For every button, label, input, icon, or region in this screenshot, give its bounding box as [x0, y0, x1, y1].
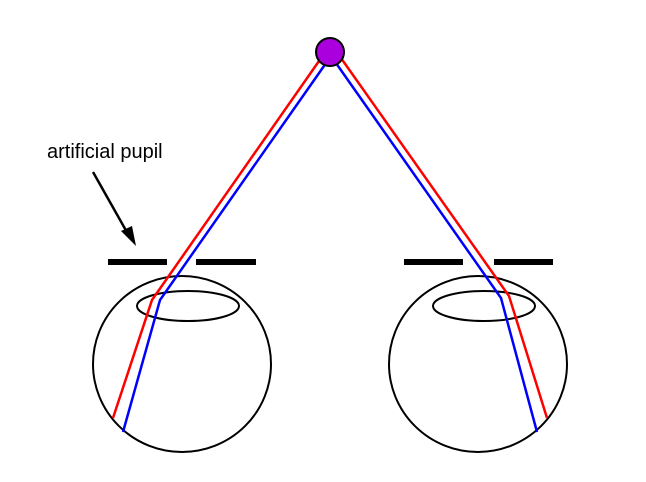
- right-blue-ray: [329, 55, 539, 433]
- left-red-ray: [111, 50, 328, 419]
- left-lens: [136, 290, 240, 322]
- right-eye: [388, 275, 568, 453]
- right-eyeball: [388, 275, 568, 453]
- label-arrow: [91, 171, 136, 246]
- artificial-pupil-label: artificial pupil: [47, 141, 163, 163]
- right-red-ray: [334, 50, 549, 419]
- left-eyeball: [92, 275, 272, 453]
- left-blue-ray: [121, 55, 333, 433]
- left-eye: [92, 275, 272, 453]
- light-source: [315, 37, 345, 67]
- right-lens: [432, 290, 536, 322]
